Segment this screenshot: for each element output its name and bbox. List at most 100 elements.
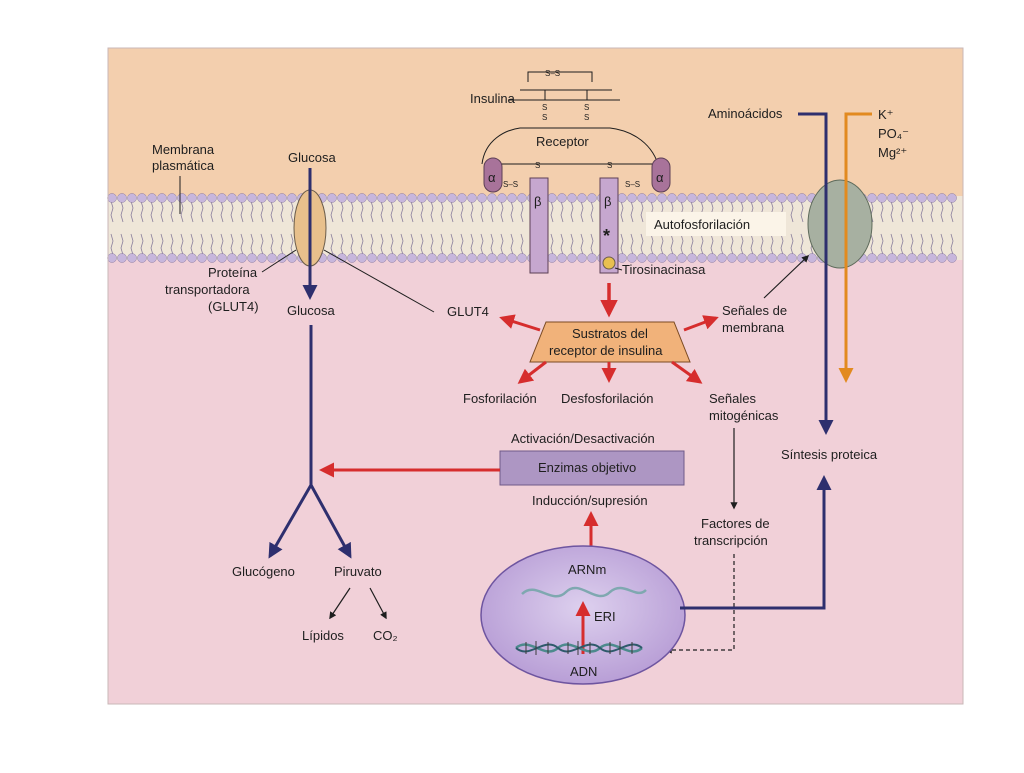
mitogenic-signals-line1: Señales — [709, 391, 756, 406]
lipid-head — [677, 253, 687, 263]
lipid-head — [147, 193, 157, 203]
lipid-tail — [250, 233, 254, 256]
alpha-left-label: α — [488, 170, 496, 185]
lipid-tail — [410, 233, 414, 256]
lipid-tail — [750, 233, 754, 256]
lipid-head — [947, 253, 957, 263]
lipid-head — [187, 253, 197, 263]
glycogen-branch-arrow — [268, 484, 313, 559]
lipid-tail — [120, 233, 124, 256]
pyruvate-label: Piruvato — [334, 564, 382, 579]
lipid-head — [387, 253, 397, 263]
lipid-head — [367, 253, 377, 263]
lipid-head — [667, 193, 677, 203]
lipid-tail — [430, 233, 434, 256]
lipid-tail — [670, 233, 674, 256]
lipid-tail — [410, 200, 414, 223]
induction-label: Inducción/supresión — [532, 493, 648, 508]
lipid-tail — [400, 233, 404, 256]
glucose-mid-label: Glucosa — [287, 303, 335, 318]
lipid-head — [337, 193, 347, 203]
lipid-tail — [170, 200, 174, 223]
lipid-tail — [800, 200, 804, 223]
lipid-tail — [950, 200, 954, 223]
target-enzymes-box — [499, 450, 685, 486]
lipid-head — [877, 253, 887, 263]
lipid-head — [357, 193, 367, 203]
lipid-tail — [270, 233, 274, 256]
amino-acids-label: Aminoácidos — [708, 106, 783, 121]
lipid-tail — [190, 200, 194, 223]
lipid-tail — [570, 200, 574, 223]
lipid-head — [117, 253, 127, 263]
glut4-arrow — [499, 314, 541, 332]
lipid-tail — [430, 200, 434, 223]
lipid-head — [117, 193, 127, 203]
lipid-head — [157, 253, 167, 263]
insulin-s-2a: S — [584, 103, 589, 112]
lipid-head — [177, 193, 187, 203]
lipid-head — [417, 253, 427, 263]
lipid-tail — [120, 200, 124, 223]
tyrosine-kinase-label: Tirosinacinasa — [622, 262, 706, 277]
lipid-head — [517, 253, 527, 263]
lipid-tail — [230, 200, 234, 223]
lipid-tail — [140, 200, 144, 223]
lipid-tail — [720, 233, 724, 256]
beta-left-label: β — [534, 194, 541, 209]
glucose-top-label: Glucosa — [288, 150, 336, 165]
lipid-tail — [400, 200, 404, 223]
lipid-head — [667, 253, 677, 263]
membrane-signals-arrow — [683, 315, 719, 332]
lipid-tail — [470, 233, 474, 256]
glut4-pointer — [323, 249, 435, 313]
lipid-tail — [150, 200, 154, 223]
lipid-tail — [950, 233, 954, 256]
pyruvate-branch-arrow — [309, 484, 352, 559]
transporter-pointer — [261, 249, 297, 273]
beta-subunit-right — [599, 177, 619, 274]
lipid-tail — [370, 200, 374, 223]
lipid-head — [547, 253, 557, 263]
lipid-head — [107, 193, 117, 203]
insulin-s-1a: S — [542, 103, 547, 112]
mitogenic-arrow — [671, 360, 703, 384]
lipid-tail — [680, 233, 684, 256]
lipid-tail — [420, 233, 424, 256]
lipid-tail — [340, 200, 344, 223]
lipid-tail — [940, 233, 944, 256]
tyrosine-kinase-site — [602, 256, 616, 270]
lipid-tail — [730, 233, 734, 256]
lipid-head — [197, 253, 207, 263]
lipid-head — [507, 193, 517, 203]
lipid-tail — [280, 200, 284, 223]
lipid-head — [947, 193, 957, 203]
lipid-head — [487, 253, 497, 263]
lipid-head — [387, 193, 397, 203]
protein-synthesis-label: Síntesis proteica — [781, 447, 878, 462]
lipid-tail — [240, 233, 244, 256]
lipid-tail — [380, 233, 384, 256]
lipid-tail — [560, 200, 564, 223]
lipid-head — [517, 193, 527, 203]
lipid-head — [697, 193, 707, 203]
lipid-tail — [510, 233, 514, 256]
alpha-beta-ss-left: S–S — [503, 180, 518, 189]
lipid-tail — [340, 233, 344, 256]
lipid-tail — [630, 233, 634, 256]
lipid-head — [577, 253, 587, 263]
lipid-tail — [910, 200, 914, 223]
lipid-head — [287, 253, 297, 263]
lipid-head — [227, 253, 237, 263]
lipid-head — [807, 253, 817, 263]
lipid-head — [287, 193, 297, 203]
lipid-head — [257, 193, 267, 203]
lipid-head — [767, 253, 777, 263]
insulin-receptor-substrates — [529, 321, 691, 363]
factors-to-dna-dashed — [664, 554, 735, 654]
lipid-head — [357, 253, 367, 263]
lipid-head — [657, 253, 667, 263]
insulin-molecule — [508, 71, 620, 101]
lipid-head — [687, 193, 697, 203]
lipid-head — [747, 253, 757, 263]
